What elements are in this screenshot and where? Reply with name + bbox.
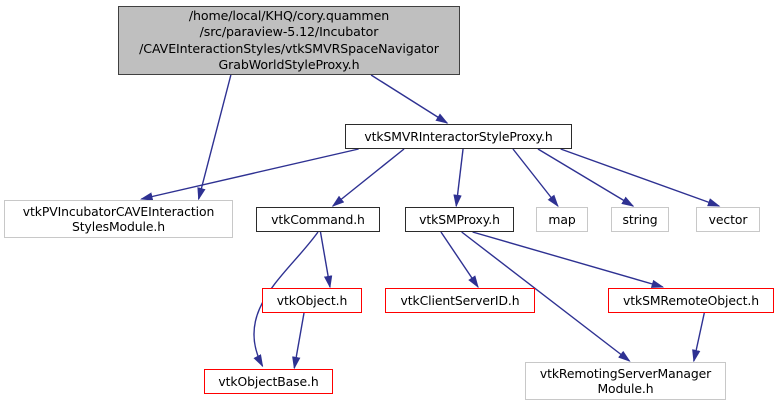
graph-node-vtkcommand[interactable]: vtkCommand.h bbox=[256, 207, 380, 232]
graph-node-vtksmremoteobject[interactable]: vtkSMRemoteObject.h bbox=[608, 288, 774, 313]
graph-node-vtkobjectbase[interactable]: vtkObjectBase.h bbox=[204, 369, 333, 394]
graph-edge-root-to-module bbox=[197, 74, 232, 201]
graph-edge-vtkcommand-to-vtkobject bbox=[319, 231, 333, 289]
graph-edge-root-to-interactor_style_proxy bbox=[370, 74, 449, 124]
graph-node-vtksmproxy[interactable]: vtkSMProxy.h bbox=[405, 207, 514, 232]
graph-edge-interactor_style_proxy-to-string bbox=[537, 148, 635, 207]
graph-edge-vtkobject-to-vtkobjectbase bbox=[292, 312, 305, 370]
graph-edge-vtksmremoteobject-to-remoting_module bbox=[692, 312, 705, 363]
graph-edges bbox=[140, 74, 721, 370]
graph-edge-interactor_style_proxy-to-vtksmproxy bbox=[453, 148, 464, 208]
graph-edge-vtksmproxy-to-remoting_module bbox=[461, 231, 631, 362]
graph-node-map[interactable]: map bbox=[536, 207, 588, 232]
graph-edge-vtksmproxy-to-vtksmremoteobject bbox=[472, 231, 665, 288]
graph-node-root: /home/local/KHQ/cory.quammen /src/paravi… bbox=[118, 6, 460, 75]
graph-edge-interactor_style_proxy-to-module bbox=[140, 148, 359, 201]
graph-node-vector[interactable]: vector bbox=[696, 207, 760, 232]
graph-edge-interactor_style_proxy-to-vtkcommand bbox=[331, 148, 405, 207]
graph-edge-interactor_style_proxy-to-vector bbox=[560, 148, 721, 207]
graph-edge-interactor_style_proxy-to-map bbox=[512, 148, 559, 208]
graph-node-string[interactable]: string bbox=[611, 207, 669, 232]
graph-node-vtkobject[interactable]: vtkObject.h bbox=[262, 288, 362, 313]
graph-edge-vtksmproxy-to-vtkclientserverid bbox=[440, 231, 479, 289]
graph-node-vtkclientserverid[interactable]: vtkClientServerID.h bbox=[385, 288, 535, 313]
graph-node-interactor_style_proxy[interactable]: vtkSMVRInteractorStyleProxy.h bbox=[345, 124, 572, 149]
graph-node-module[interactable]: vtkPVIncubatorCAVEInteraction StylesModu… bbox=[4, 200, 233, 238]
graph-node-remoting_module[interactable]: vtkRemotingServerManager Module.h bbox=[525, 362, 726, 400]
